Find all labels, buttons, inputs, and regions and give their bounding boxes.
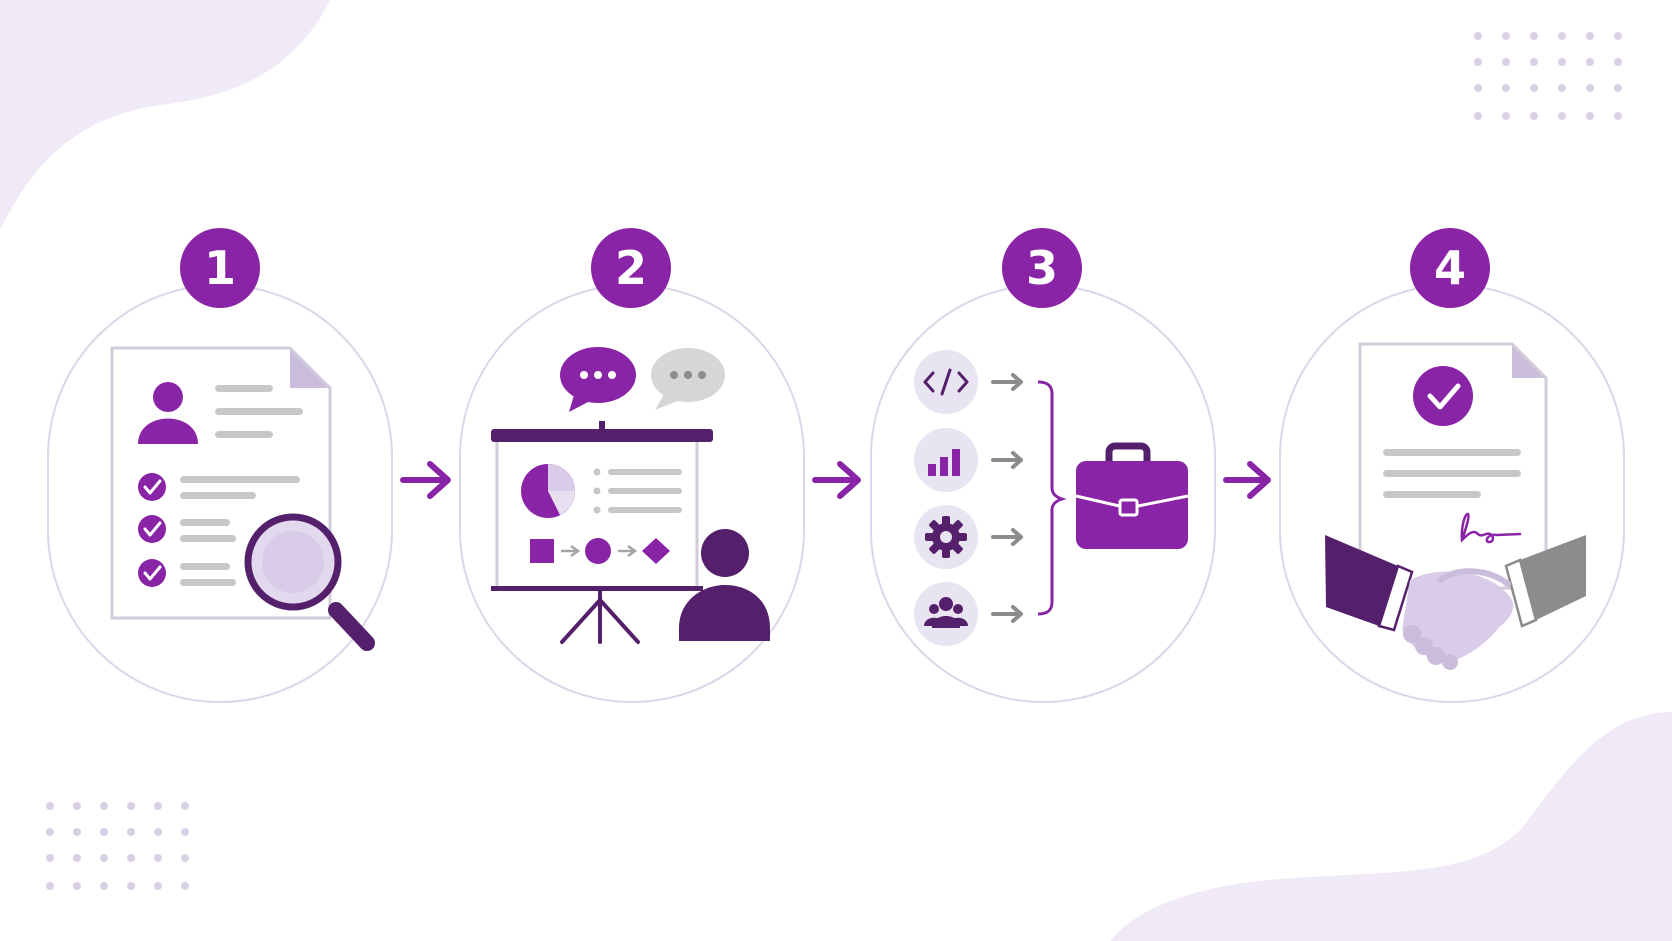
pie-chart-icon [521,464,575,518]
code-icon [923,368,969,396]
step-arrow-icon [812,461,861,499]
check-circle-icon [138,559,166,587]
speech-bubble-icon [560,347,636,412]
person-icon [153,382,183,412]
step-number-badge-2: 2 [591,228,671,308]
step-number-badge-3: 3 [1002,228,1082,308]
check-circle-icon [138,515,166,543]
presentation-interview-icon [491,347,770,644]
signature-icon [1460,512,1522,544]
bracket [1037,380,1067,616]
background-blob-top-left [0,0,330,230]
step-arrow-icon [400,461,451,499]
handshake-icon [1325,535,1586,670]
bar-chart-icon [928,449,960,476]
gear-icon [925,516,967,558]
signed-offer-handshake-icon [1325,342,1586,670]
offer-document-icon [1358,342,1548,590]
team-icon [924,597,968,628]
step-arrow-icon [1223,461,1271,499]
dot-grid-top-right [1474,32,1622,120]
presenter-icon [679,529,770,641]
check-circle-icon [1413,366,1473,426]
speech-bubble-icon [651,348,725,410]
check-circle-icon [138,473,166,501]
briefcase-icon [1075,442,1189,549]
step-number-badge-4: 4 [1410,228,1490,308]
magnifier-icon [244,513,375,651]
dot-grid-bottom-left [46,802,189,890]
skills-to-job-icon [914,350,1189,646]
resume-review-icon [110,346,375,651]
step-number-badge-1: 1 [180,228,260,308]
background-blob-bottom-right [1110,712,1672,941]
